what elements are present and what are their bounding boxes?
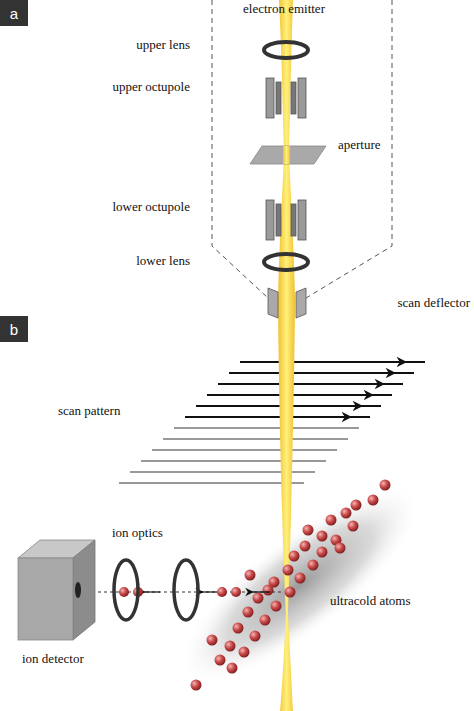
atom	[250, 631, 261, 642]
scan-pattern	[119, 362, 425, 483]
part-label: electron emitter	[243, 2, 325, 16]
ion-arrows	[144, 591, 270, 592]
part-label: lower lens	[136, 254, 190, 268]
part-label: ion detector	[22, 652, 84, 666]
scan-line	[207, 394, 392, 396]
atom	[263, 585, 274, 596]
scan-line	[229, 372, 414, 374]
part-label: ion optics	[112, 526, 163, 540]
aperture-beam	[283, 146, 290, 164]
scan-line	[240, 361, 425, 363]
atom	[245, 570, 256, 581]
atom	[260, 615, 271, 626]
part-label: aperture	[338, 138, 381, 152]
ion-optics-ring	[114, 560, 138, 620]
atoms	[191, 480, 391, 691]
atom	[225, 641, 236, 652]
scan-line	[141, 460, 326, 462]
scan-line	[119, 482, 304, 484]
atom	[215, 655, 226, 666]
atom	[303, 525, 314, 536]
atom	[317, 547, 328, 558]
scan-arrow	[350, 416, 356, 418]
atom	[326, 515, 337, 526]
atom	[243, 607, 254, 618]
part-label: upper lens	[136, 38, 190, 52]
part-label: scan deflector	[397, 296, 470, 310]
atom	[341, 508, 352, 519]
atom	[348, 521, 359, 532]
panel-letter: b	[10, 321, 18, 338]
panel-label-box: a	[0, 0, 28, 26]
atom	[227, 663, 238, 674]
scan-line	[163, 438, 348, 440]
part-label: upper octupole	[112, 80, 190, 94]
atom	[295, 573, 306, 584]
column-outline	[212, 0, 392, 298]
atom	[380, 480, 391, 491]
scan-arrow	[405, 361, 411, 363]
ion-detector	[18, 540, 95, 640]
scan-arrow	[394, 372, 400, 374]
atom	[191, 680, 202, 691]
scan-deflector	[268, 288, 306, 318]
atom	[308, 560, 319, 571]
atom	[283, 565, 294, 576]
atom	[253, 593, 264, 604]
scan-line	[218, 383, 403, 385]
part-label: scan pattern	[58, 404, 120, 418]
atom	[207, 635, 218, 646]
atom	[233, 623, 244, 634]
scan-arrow	[361, 405, 367, 407]
ion-optics-ring	[174, 560, 198, 620]
atom	[289, 551, 300, 562]
atom	[285, 587, 296, 598]
atom	[335, 543, 346, 554]
panel-label-box: b	[0, 316, 28, 342]
panel-letter: a	[10, 5, 18, 22]
atom-cloud	[152, 455, 448, 711]
lower-octupole	[266, 200, 306, 240]
scan-line	[174, 427, 359, 429]
aperture-plate	[250, 146, 326, 164]
atom	[300, 541, 311, 552]
scan-line	[185, 416, 370, 418]
scan-arrow	[372, 394, 378, 396]
atom	[368, 495, 379, 506]
atom	[317, 531, 328, 542]
upper-lens-ring	[264, 42, 308, 58]
atom	[271, 601, 282, 612]
scan-arrow	[383, 383, 389, 385]
part-label: ultracold atoms	[330, 594, 411, 608]
atom	[239, 647, 250, 658]
atom	[351, 500, 362, 511]
lower-lens-ring	[264, 254, 308, 270]
part-label: lower octupole	[112, 200, 190, 214]
scan-line	[152, 449, 337, 451]
upper-octupole	[266, 78, 306, 118]
